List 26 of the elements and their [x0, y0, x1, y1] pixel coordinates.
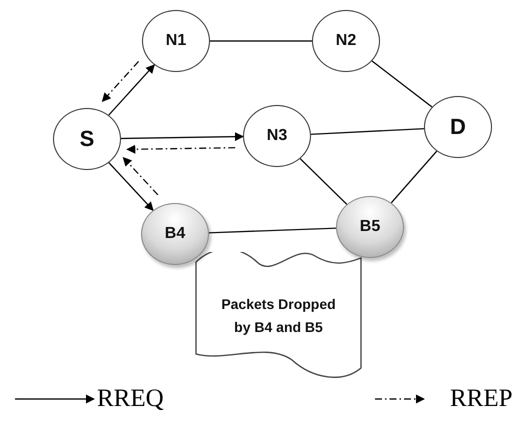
- arrow: [120, 132, 244, 142]
- link-line: [300, 158, 348, 205]
- arrow: [108, 64, 155, 116]
- node-label: B4: [164, 225, 186, 243]
- dash-dot-arrow: [122, 156, 158, 196]
- node-circle: [53, 108, 121, 170]
- dash-dot-arrow: [102, 61, 140, 102]
- arrow: [108, 162, 154, 211]
- node-label: N3: [266, 127, 288, 145]
- node-label: N2: [336, 32, 356, 50]
- legend-label: RREP: [450, 385, 513, 413]
- document-shape: [195, 252, 362, 380]
- shaded-node-circle: [141, 203, 209, 265]
- node-label: S: [80, 126, 94, 152]
- link-line: [372, 60, 432, 108]
- node-label: N1: [166, 32, 186, 50]
- link-line: [390, 150, 438, 204]
- shaded-node-circle: [336, 196, 404, 258]
- node-label: Packets Dropped by B4 and B5: [220, 294, 337, 337]
- dash-dot-arrow: [126, 144, 236, 154]
- node-label: B5: [360, 218, 380, 236]
- legend-label: RREQ: [97, 385, 164, 413]
- link-line: [310, 128, 424, 135]
- link-line: [208, 228, 336, 234]
- node-label: D: [450, 114, 466, 140]
- link-line: [210, 40, 312, 42]
